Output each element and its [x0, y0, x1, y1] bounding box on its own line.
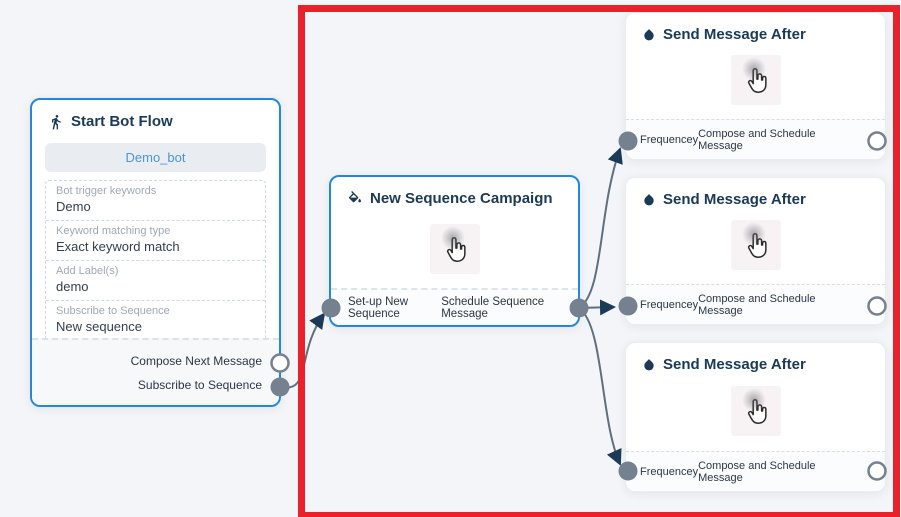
- frequency-label[interactable]: Frequencey: [640, 465, 699, 478]
- message-node-header: Send Message After: [626, 343, 885, 379]
- message-node-title: Send Message After: [663, 26, 806, 43]
- field-subscribe-to-sequence[interactable]: Subscribe to Sequence New sequence: [46, 300, 265, 340]
- water-drop-icon: [642, 192, 656, 207]
- cursor-glow: [439, 225, 466, 251]
- connector-start-to-sequence: [279, 312, 326, 389]
- message-node-header: Send Message After: [626, 13, 885, 49]
- field-value: demo: [56, 279, 89, 294]
- field-bot-trigger-keywords[interactable]: Bot trigger keywords Demo: [46, 181, 265, 220]
- start-bot-flow-node[interactable]: Start Bot Flow Demo_bot Bot trigger keyw…: [30, 98, 281, 407]
- message-node-header: Send Message After: [626, 178, 885, 214]
- hand-cursor-icon[interactable]: [730, 386, 781, 436]
- message-node-footer: Frequencey Compose and Schedule Message: [626, 284, 885, 324]
- send-message-after-node-1[interactable]: Send Message After Frequencey Compose an…: [625, 12, 886, 160]
- cursor-glow: [740, 221, 767, 247]
- start-node-fields: Bot trigger keywords Demo Keyword matchi…: [45, 180, 266, 341]
- compose-schedule-label[interactable]: Compose and Schedule Message: [698, 459, 816, 484]
- sequence-node-footer: Set-up New Sequence Schedule Sequence Me…: [331, 288, 578, 325]
- sequence-node-title: New Sequence Campaign: [370, 190, 553, 207]
- sequence-node-header: New Sequence Campaign: [331, 177, 578, 213]
- connector-sequence-to-message-3: [578, 307, 622, 466]
- cursor-glow: [740, 56, 767, 82]
- walking-person-icon: [48, 114, 64, 130]
- message-node-title: Send Message After: [663, 191, 806, 208]
- start-node-footer: Compose Next Message Subscribe to Sequen…: [32, 338, 279, 405]
- output-label-subscribe-to-sequence: Subscribe to Sequence: [137, 377, 262, 392]
- field-label: Keyword matching type: [56, 225, 171, 237]
- compose-schedule-label[interactable]: Compose and Schedule Message: [698, 127, 816, 152]
- paint-bucket-icon: [347, 190, 363, 207]
- field-value: Exact keyword match: [56, 239, 180, 254]
- send-message-after-node-3[interactable]: Send Message After Frequencey Compose an…: [625, 342, 886, 492]
- compose-schedule-label[interactable]: Compose and Schedule Message: [698, 292, 816, 317]
- start-node-title: Start Bot Flow: [71, 113, 173, 130]
- field-value: Demo: [56, 199, 91, 214]
- frequency-label[interactable]: Frequencey: [640, 133, 699, 146]
- send-message-after-node-2[interactable]: Send Message After Frequencey Compose an…: [625, 177, 886, 325]
- connector-sequence-to-message-2: [578, 299, 616, 316]
- hand-cursor-icon[interactable]: [429, 224, 480, 274]
- schedule-sequence-message-label[interactable]: Schedule Sequence Message: [441, 295, 545, 320]
- cursor-glow: [740, 387, 767, 413]
- field-add-labels[interactable]: Add Label(s) demo: [46, 260, 265, 300]
- water-drop-icon: [642, 357, 656, 372]
- field-label: Bot trigger keywords: [56, 185, 157, 197]
- hand-cursor-icon[interactable]: [730, 55, 781, 105]
- field-value: New sequence: [56, 319, 142, 334]
- start-node-header: Start Bot Flow: [32, 100, 279, 136]
- message-node-title: Send Message After: [663, 356, 806, 373]
- setup-new-sequence-label[interactable]: Set-up New Sequence: [348, 295, 409, 320]
- frequency-label[interactable]: Frequencey: [640, 298, 699, 311]
- water-drop-icon: [642, 27, 656, 42]
- message-node-footer: Frequencey Compose and Schedule Message: [626, 119, 885, 159]
- output-label-compose-next-message: Compose Next Message: [130, 353, 262, 368]
- connector-sequence-to-message-1: [578, 147, 623, 309]
- sequence-campaign-node[interactable]: New Sequence Campaign Set-up New Sequenc…: [329, 175, 580, 327]
- field-label: Add Label(s): [56, 265, 119, 277]
- message-node-footer: Frequencey Compose and Schedule Message: [626, 451, 885, 491]
- bot-name-button[interactable]: Demo_bot: [45, 143, 266, 172]
- field-keyword-matching-type[interactable]: Keyword matching type Exact keyword matc…: [46, 220, 265, 260]
- hand-cursor-icon[interactable]: [730, 220, 781, 270]
- field-label: Subscribe to Sequence: [56, 305, 170, 317]
